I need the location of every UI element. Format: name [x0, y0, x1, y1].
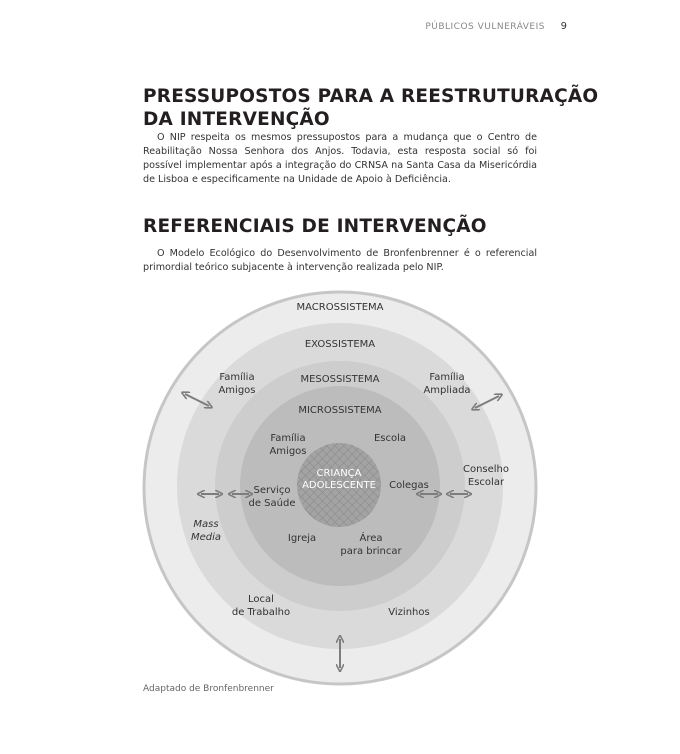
child-center [297, 443, 381, 527]
label-colegas: Colegas [389, 480, 429, 491]
label-local: Local [248, 594, 274, 605]
figure-caption: Adaptado de Bronfenbrenner [143, 684, 274, 694]
label-escola: Escola [374, 433, 406, 444]
section-heading-referenciais: REFERENCIAIS DE INTERVENÇÃO [143, 216, 487, 237]
paragraph-pressupostos: O NIP respeita os mesmos pressupostos pa… [143, 132, 537, 185]
running-header: PÚBLICOS VULNERÁVEIS [425, 22, 545, 32]
page-number: 9 [560, 21, 567, 32]
label-ampliada: Ampliada [423, 385, 470, 396]
label-familia: Família [270, 432, 305, 444]
label-vizinhos: Vizinhos [388, 607, 429, 618]
label-meso: MESOSSISTEMA [300, 374, 379, 385]
label-trabalho: de Trabalho [232, 607, 290, 618]
label-amigos: Amigos [269, 446, 306, 457]
label-conselho: Conselho [463, 464, 509, 475]
label-amigos: Amigos [218, 385, 255, 396]
label-servico: Serviço [254, 485, 291, 496]
label-exo: EXOSSISTEMA [305, 339, 375, 350]
label-area: Área [359, 531, 382, 544]
double-arrow-icon [185, 394, 209, 406]
label-igreja: Igreja [288, 533, 316, 544]
label-media: Media [191, 532, 221, 543]
label-macro: MACROSSISTEMA [297, 302, 384, 313]
label-para-brincar: para brincar [340, 546, 402, 557]
double-arrow-icon [475, 396, 499, 408]
label-familia: Família [429, 371, 464, 383]
label-saude: de Saúde [249, 497, 296, 509]
label-escolar: Escolar [468, 477, 505, 488]
paragraph-referenciais: O Modelo Ecológico do Desenvolvimento de… [143, 248, 537, 273]
label-mass: Mass [193, 519, 218, 530]
center-line2: ADOLESCENTE [302, 480, 376, 491]
label-familia: Família [219, 371, 254, 383]
center-line1: CRIANÇA [316, 468, 361, 479]
heading-line: PRESSUPOSTOS PARA A REESTRUTURAÇÃO [143, 86, 599, 107]
heading-line: DA INTERVENÇÃO [143, 109, 330, 130]
label-micro: MICROSSISTEMA [298, 405, 381, 416]
